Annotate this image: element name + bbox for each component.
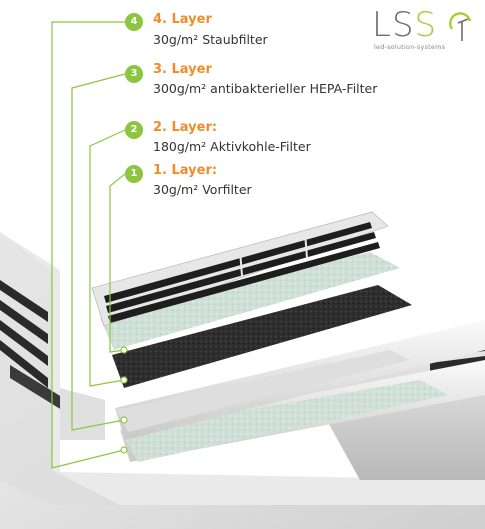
top-grille-cover: [91, 211, 389, 327]
logo-letters-left: LS: [372, 5, 415, 45]
logo-tagline: led-solution-systems: [374, 43, 446, 51]
logo-letter-s-green: S: [414, 5, 438, 45]
logo-lamp-icon: [449, 12, 472, 41]
layer-2-carbon-filter: [112, 285, 412, 388]
left-vent-grille: [0, 280, 70, 415]
layer-1-prefilter: [122, 380, 448, 462]
brand-logo: LSS led-solution-systems: [366, 5, 478, 57]
leader-lines: [51, 21, 126, 469]
leader-dots: [120, 346, 128, 454]
logo-letters: LSS: [372, 5, 437, 45]
layer-3-hepa-filter: [100, 252, 400, 350]
